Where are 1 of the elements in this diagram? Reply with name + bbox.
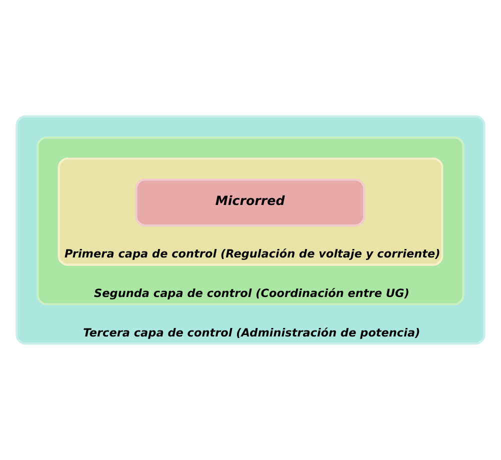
node-box: Microrred [135, 178, 366, 226]
